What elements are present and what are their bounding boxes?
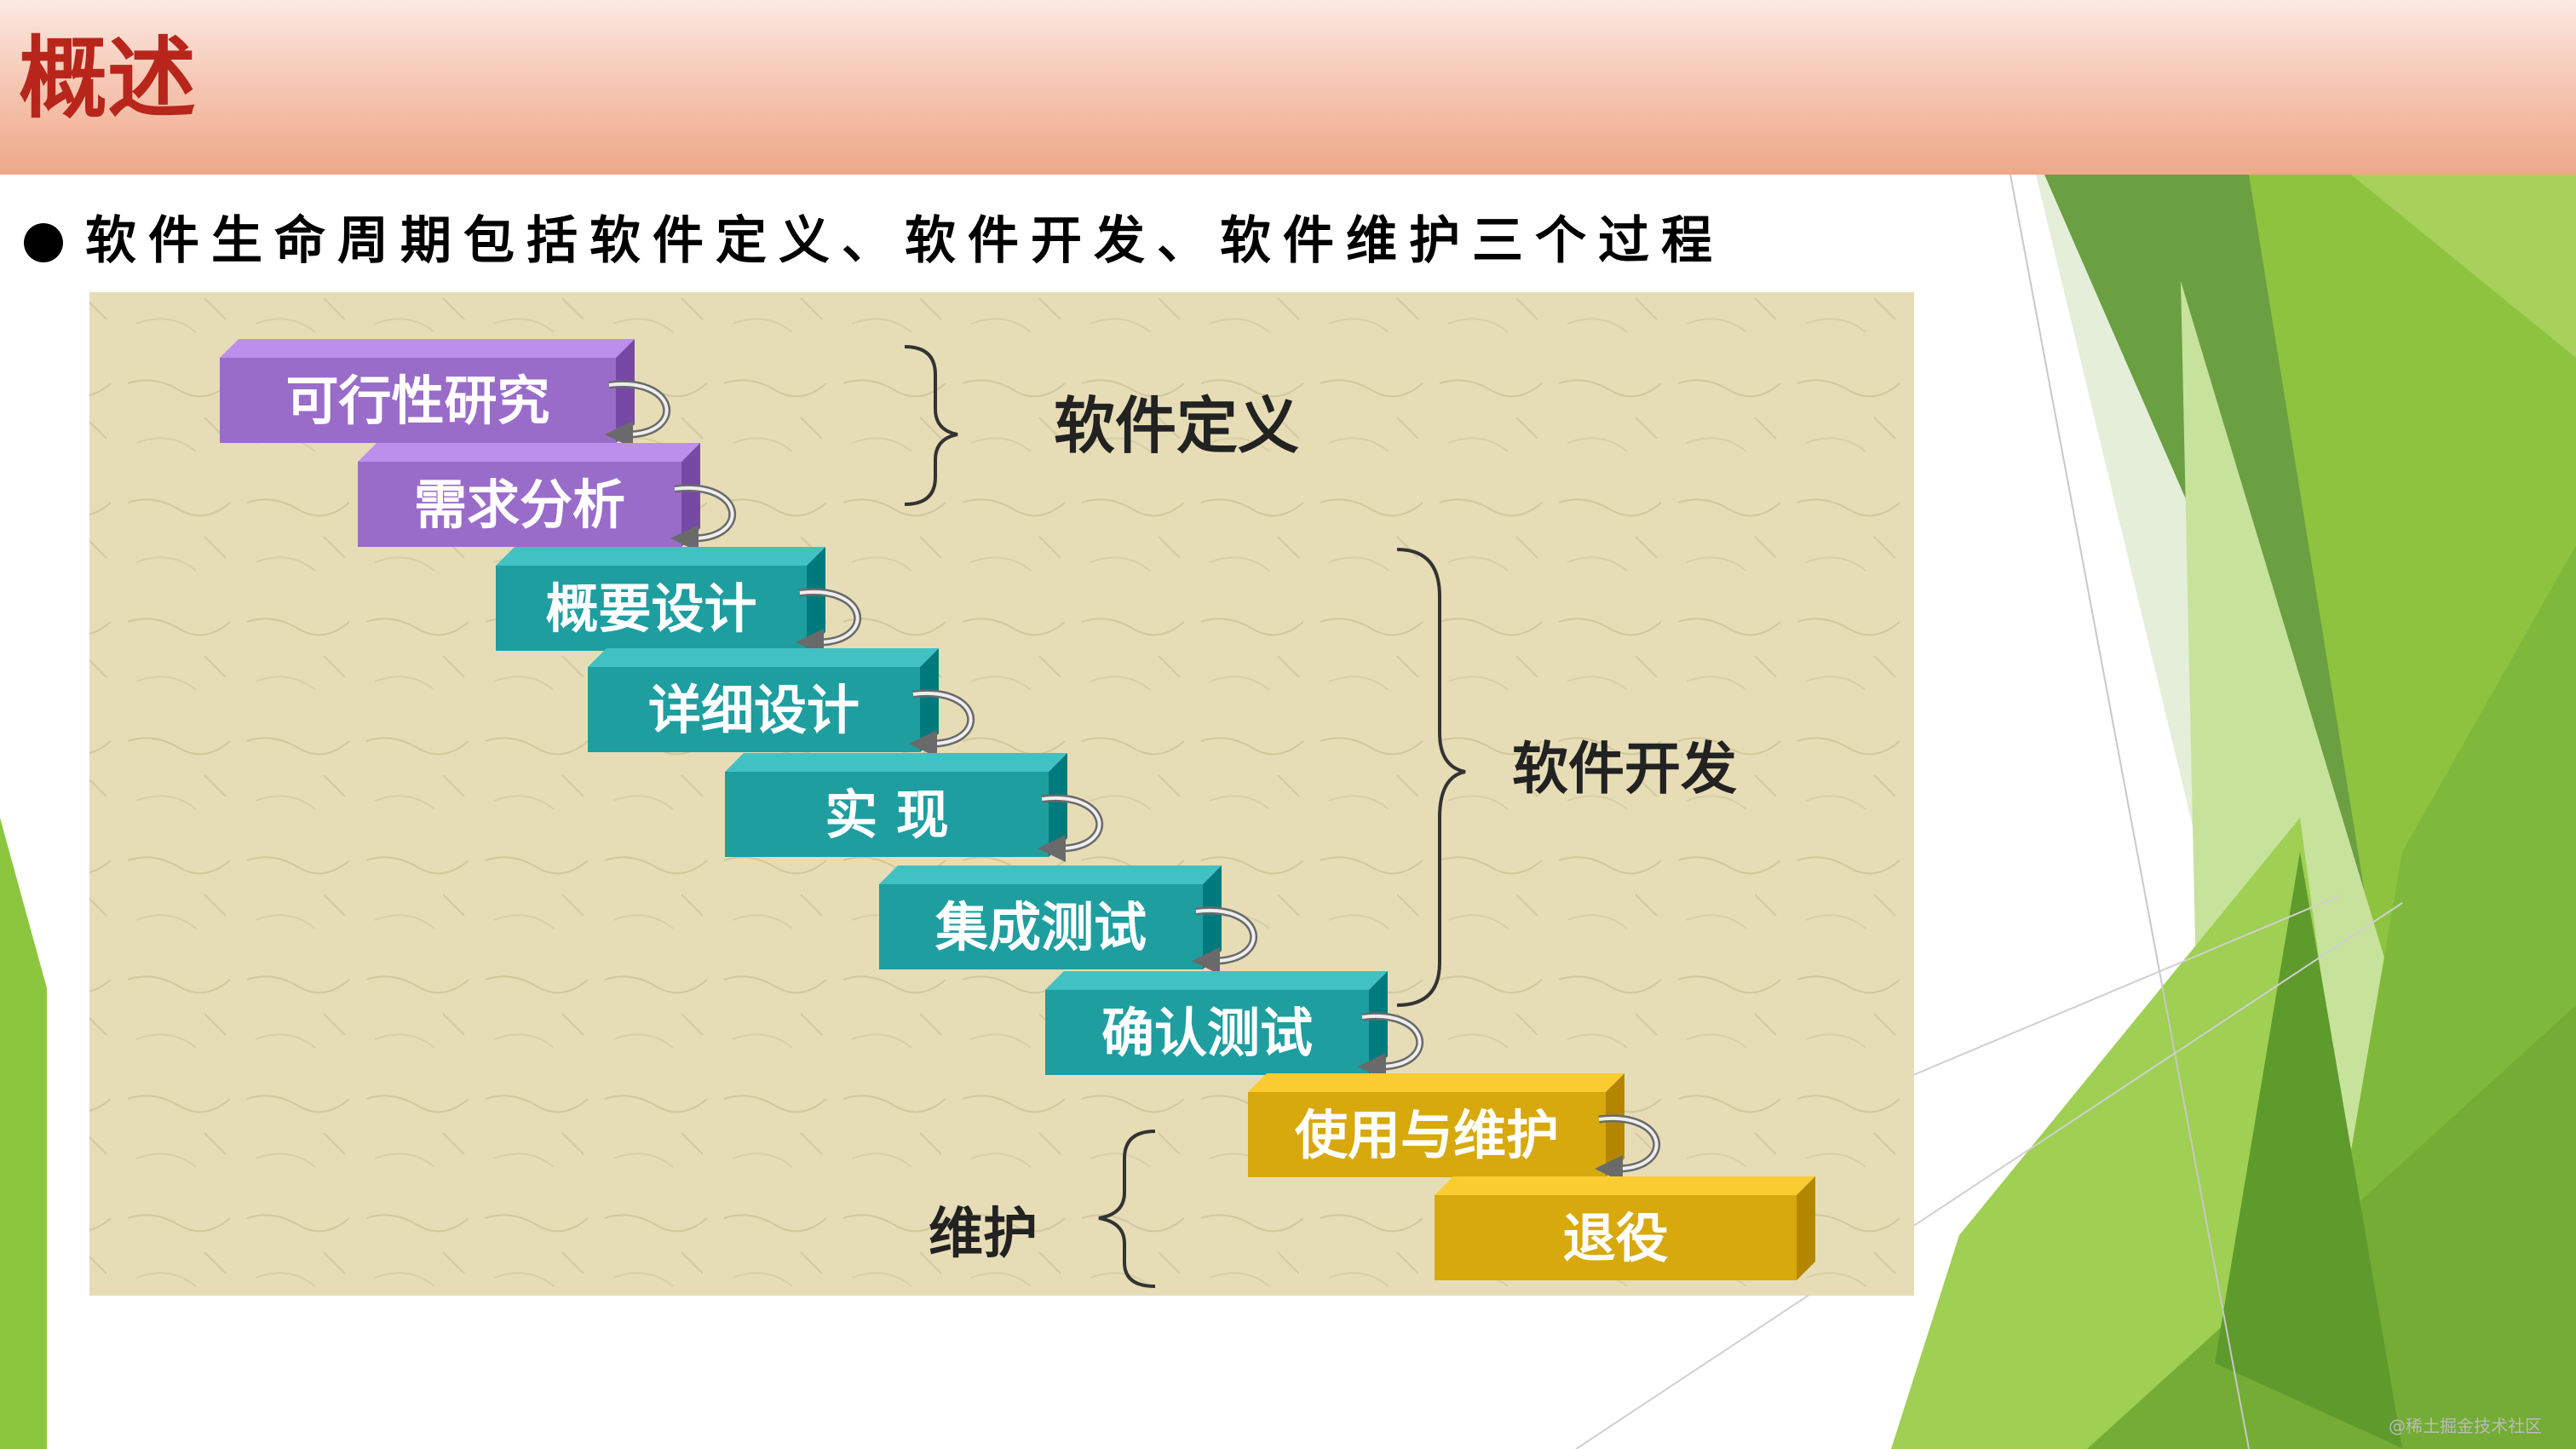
step-side-face: [1606, 1073, 1624, 1177]
step-top-face: [1248, 1073, 1624, 1092]
step-top-face: [879, 865, 1222, 884]
step-front-face: [358, 462, 681, 547]
title-band: [0, 0, 2576, 175]
step-front-face: [496, 566, 807, 651]
step-side-face: [1049, 753, 1067, 857]
watermark: @稀土掘金技术社区: [2389, 1416, 2542, 1436]
arrow-head-icon: [909, 730, 937, 757]
arrow-head-icon: [605, 421, 633, 448]
step-label: 需求分析: [414, 474, 625, 536]
group-label-definition: 软件定义: [1054, 390, 1299, 462]
brace-definition: [904, 345, 958, 506]
step-side-face: [807, 547, 825, 651]
step-top-face: [588, 648, 939, 667]
step-label: 确认测试: [1101, 1002, 1313, 1064]
step-front-face: [220, 358, 616, 443]
arrow-head-icon: [1192, 947, 1220, 975]
step-side-face: [1203, 865, 1222, 969]
step-label: 概要设计: [545, 578, 756, 640]
step-side-face: [681, 443, 700, 547]
arrow-head-icon: [670, 525, 699, 552]
step-label: 使用与维护: [1295, 1104, 1559, 1166]
step-side-face: [920, 648, 939, 752]
step-block: 需求分析: [358, 443, 700, 547]
arrow-head-icon: [1038, 835, 1066, 862]
step-front-face: [879, 884, 1203, 969]
bullet-text: 软件生命周期包括软件定义、软件开发、软件维护三个过程: [85, 211, 1724, 271]
step-label: 详细设计: [648, 679, 860, 741]
brace-maintenance: [1098, 1130, 1156, 1288]
step-front-face: [1045, 990, 1369, 1075]
step-front-face: [588, 667, 920, 752]
step-top-face: [496, 547, 825, 566]
step-label: 集成测试: [934, 896, 1147, 958]
step-side-face: [1797, 1176, 1815, 1280]
step-top-face: [1045, 971, 1388, 990]
bullet-icon: [24, 223, 63, 262]
step-side-face: [616, 339, 635, 443]
step-block: 概要设计: [496, 547, 825, 651]
step-top-face: [358, 443, 700, 462]
step-label: 可行性研究: [285, 370, 549, 432]
step-top-face: [1435, 1176, 1815, 1195]
step-top-face: [220, 339, 635, 358]
step-front-face: [725, 772, 1049, 857]
step-label: 实 现: [825, 784, 949, 846]
brace-development: [1396, 548, 1466, 1007]
step-block: 使用与维护: [1248, 1073, 1624, 1177]
step-side-face: [1369, 971, 1388, 1075]
group-label-development: 软件开发: [1512, 736, 1737, 802]
step-block: 确认测试: [1045, 971, 1388, 1075]
step-block: 实 现: [725, 753, 1067, 857]
step-block: 退役: [1435, 1176, 1815, 1280]
step-block: 可行性研究: [220, 339, 635, 443]
step-block: 集成测试: [879, 865, 1222, 969]
slide-title: 概述: [19, 26, 197, 130]
arrow-head-icon: [1595, 1155, 1623, 1182]
step-top-face: [725, 753, 1067, 772]
step-front-face: [1248, 1092, 1606, 1177]
step-block: 详细设计: [588, 648, 939, 752]
step-front-face: [1435, 1195, 1797, 1280]
group-label-maintenance: 维护: [929, 1203, 1038, 1266]
step-label: 退役: [1562, 1207, 1668, 1269]
